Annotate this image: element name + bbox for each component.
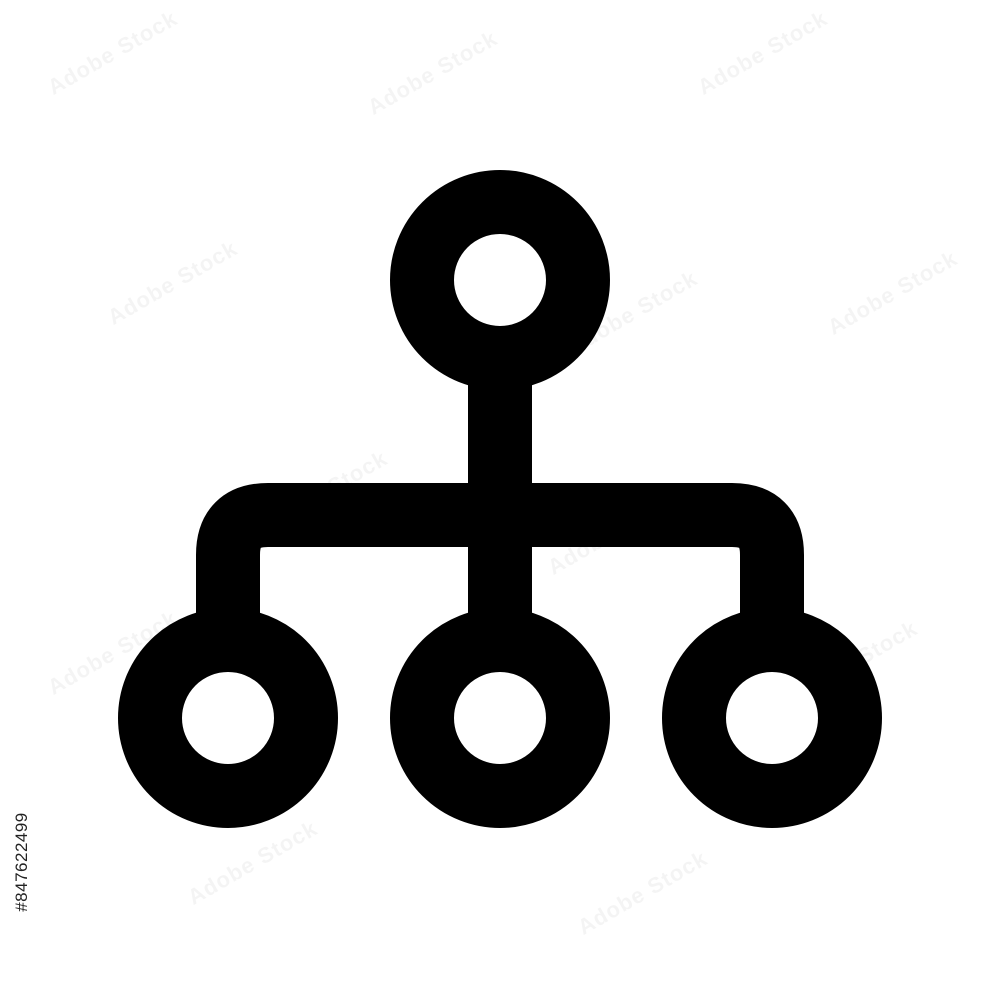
bottom-left-node bbox=[118, 608, 338, 828]
bottom-right-node bbox=[662, 608, 882, 828]
bottom-center-node bbox=[390, 608, 610, 828]
connector-branch bbox=[196, 483, 804, 640]
top-node bbox=[390, 170, 610, 390]
stock-id-label: #847622499 bbox=[12, 812, 31, 912]
